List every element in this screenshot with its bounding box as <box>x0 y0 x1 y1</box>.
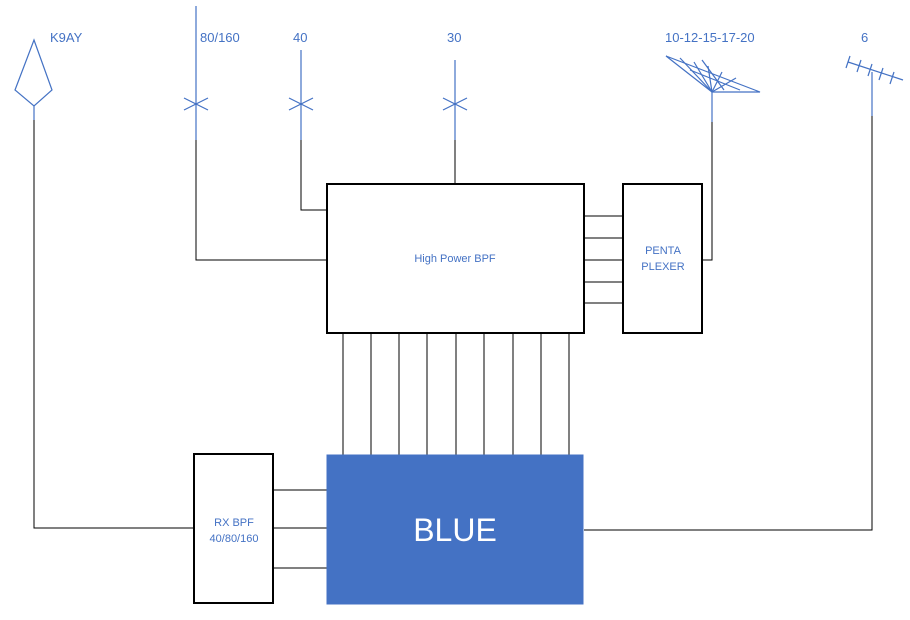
blue-radio-label: BLUE <box>413 512 497 548</box>
antenna-label-6: 6 <box>861 30 868 45</box>
dipole-icon <box>183 6 209 140</box>
yagi-icon <box>845 55 904 116</box>
antenna-label-10-12-15-17-20: 10-12-15-17-20 <box>665 30 755 45</box>
bpf-radio-links <box>342 333 570 455</box>
rxbpf-radio-links <box>273 489 327 569</box>
blue-radio-block[interactable]: BLUE <box>326 454 584 605</box>
pentaplexer-label-line2: PLEXER <box>641 261 684 273</box>
antenna-label-30: 30 <box>447 30 461 45</box>
feed-lines <box>33 116 873 531</box>
high-power-bpf-label: High Power BPF <box>414 253 496 265</box>
antenna-label-80-160: 80/160 <box>200 30 240 45</box>
dipole-icon <box>288 50 314 140</box>
antenna-label-k9ay: K9AY <box>50 30 83 45</box>
antenna-label-40: 40 <box>293 30 307 45</box>
k9ay-loop-icon <box>14 38 53 120</box>
pentaplexer-block[interactable]: PENTA PLEXER <box>622 183 703 334</box>
pentaplexer-label-line1: PENTA <box>645 245 682 257</box>
log-periodic-icon <box>665 55 761 122</box>
high-power-bpf-block[interactable]: High Power BPF <box>326 183 585 334</box>
bpf-pentaplexer-links <box>584 215 623 304</box>
rx-bpf-label-line2: 40/80/160 <box>210 533 259 545</box>
rx-bpf-label-line1: RX BPF <box>214 517 254 529</box>
rx-bpf-block[interactable]: RX BPF 40/80/160 <box>193 453 274 604</box>
dipole-icon <box>442 60 468 140</box>
